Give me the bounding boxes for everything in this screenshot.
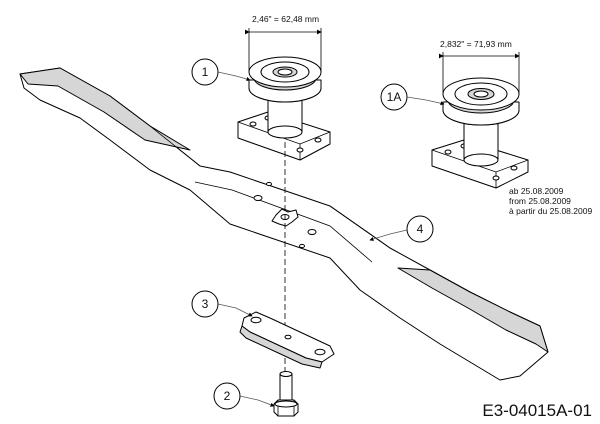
callout-3: 3 bbox=[191, 290, 253, 318]
note-line-fr: à partir du 25.08.2009 bbox=[509, 206, 592, 216]
callout-1: 1 bbox=[191, 58, 251, 86]
note-line-en: from 25.08.2009 bbox=[509, 196, 571, 206]
pulley-1 bbox=[237, 56, 331, 161]
svg-text:2: 2 bbox=[224, 389, 231, 403]
svg-text:1A: 1A bbox=[387, 90, 402, 104]
diagram-code: E3-04015A-01 bbox=[482, 401, 592, 420]
callout-1a: 1A bbox=[380, 83, 445, 111]
dimension-label-1: 2,46" = 62,48 mm bbox=[252, 14, 319, 24]
revision-note: ab 25.08.2009 from 25.08.2009 à partir d… bbox=[509, 186, 592, 216]
svg-text:3: 3 bbox=[202, 297, 209, 311]
adapter-plate bbox=[239, 311, 335, 369]
svg-text:4: 4 bbox=[417, 222, 424, 236]
callout-2: 2 bbox=[213, 382, 275, 410]
svg-text:1: 1 bbox=[202, 65, 209, 79]
pulley-1a bbox=[431, 77, 529, 189]
note-line-de: ab 25.08.2009 bbox=[509, 186, 564, 196]
callout-4: 4 bbox=[369, 215, 434, 243]
dimension-pulley-1a: 2,832" = 71,93 mm bbox=[439, 39, 520, 94]
hex-bolt bbox=[273, 371, 299, 417]
dimension-label-1a: 2,832" = 71,93 mm bbox=[440, 39, 512, 49]
dimension-pulley-1: 2,46" = 62,48 mm bbox=[245, 14, 322, 72]
